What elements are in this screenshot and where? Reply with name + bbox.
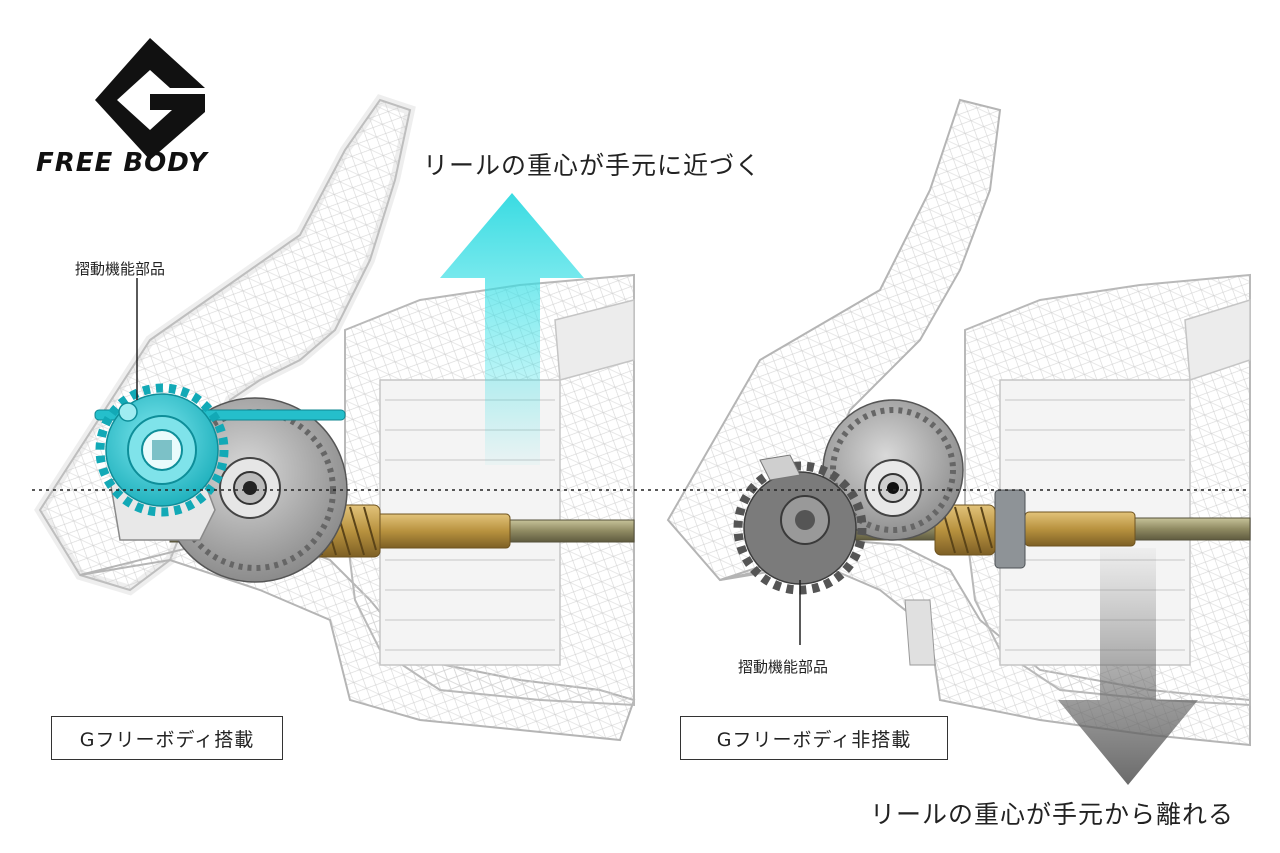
- center-of-gravity-down-arrow: [1058, 548, 1198, 785]
- heading-gravity-closer: リールの重心が手元に近づく: [423, 151, 762, 180]
- part-label-right: 摺動機能部品: [738, 658, 829, 676]
- sliding-part-left: [94, 383, 346, 517]
- label-without-g-free-body: Gフリーボディ非搭載: [680, 716, 948, 760]
- brass-sleeve: [374, 513, 511, 549]
- part-label-left: 摺動機能部品: [75, 260, 166, 278]
- center-of-gravity-up-arrow: [440, 193, 584, 465]
- right-reel: [666, 98, 1251, 785]
- label-with-g-free-body: Gフリーボディ搭載: [51, 716, 283, 760]
- g-logo-icon: [95, 38, 205, 160]
- left-reel: [34, 94, 636, 742]
- pinion-gear-right: [934, 504, 996, 556]
- logo-wordmark: FREE BODY: [36, 148, 208, 178]
- heading-gravity-farther: リールの重心が手元から離れる: [870, 800, 1235, 829]
